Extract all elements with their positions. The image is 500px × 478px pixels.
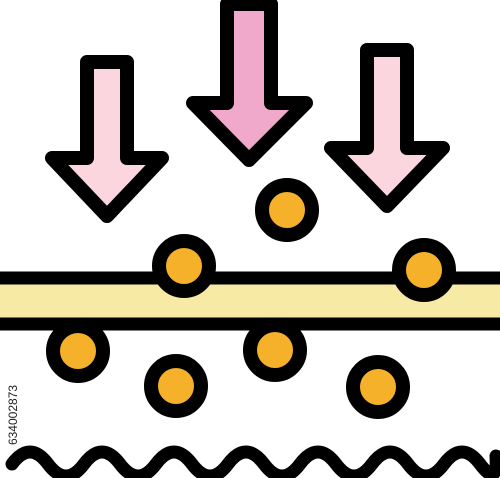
center-arrow-icon: [186, 0, 313, 167]
particle-below-4: [346, 355, 410, 419]
particle-on-layer-right: [392, 238, 456, 302]
wave-line: [5, 445, 500, 478]
particle-below-1: [46, 319, 110, 383]
stock-id-text: 634002873: [6, 384, 21, 446]
right-arrow-icon: [324, 43, 450, 213]
stock-id-label: 634002873: [2, 355, 24, 475]
particle-below-3: [144, 354, 208, 418]
particle-below-2: [243, 318, 307, 382]
particle-top: [255, 178, 319, 242]
left-arrow-icon: [45, 55, 169, 223]
particle-on-layer-left: [152, 234, 216, 298]
